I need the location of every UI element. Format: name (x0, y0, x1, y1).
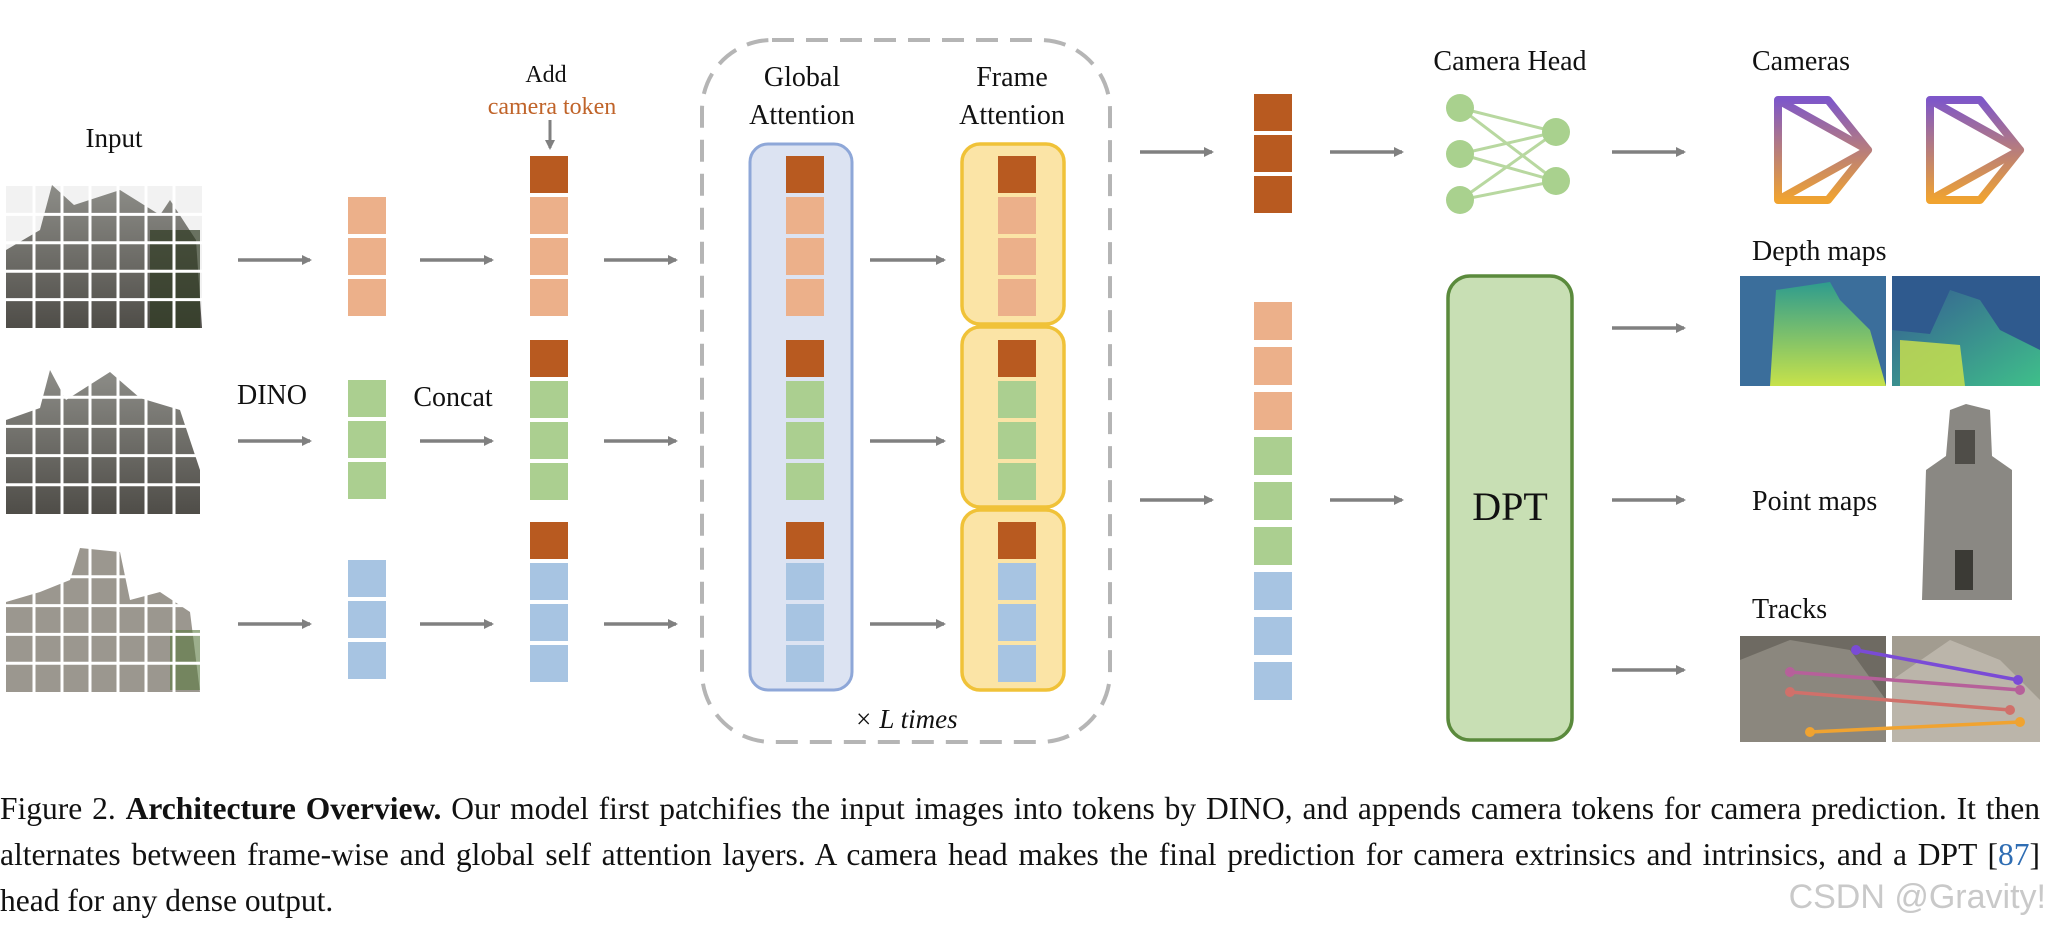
architecture-diagram: Input DINO Concat Add camera token Globa… (6, 38, 2040, 744)
patch-token (530, 238, 568, 275)
input-image-3 (6, 548, 202, 692)
watermark: CSDN @Gravity! (1788, 878, 2046, 916)
camera-token (786, 522, 824, 559)
patch-token (998, 279, 1036, 316)
patch-token (1254, 302, 1292, 340)
patch-token (786, 238, 824, 275)
patch-token (530, 604, 568, 641)
patch-token (1254, 392, 1292, 430)
patch-token (530, 645, 568, 682)
patch-token (348, 197, 386, 234)
camera-token (998, 522, 1036, 559)
figure-caption: Figure 2. Architecture Overview. Our mod… (0, 786, 2040, 924)
depth-map-2 (1892, 276, 2040, 386)
patch-token (1254, 617, 1292, 655)
patch-token (786, 563, 824, 600)
camera-token (998, 340, 1036, 377)
patch-token (998, 645, 1036, 682)
arrows (238, 147, 1686, 675)
camera-frustum-icon (1774, 96, 1872, 204)
point-maps-label: Point maps (1752, 486, 1877, 517)
patch-token (786, 381, 824, 418)
patch-token (998, 422, 1036, 459)
concat-label: Concat (413, 382, 493, 413)
patch-token (348, 462, 386, 499)
depth-map-1 (1740, 276, 1886, 386)
patch-token (998, 238, 1036, 275)
patch-token (1254, 662, 1292, 700)
camera-frustum-icon (1926, 96, 2024, 204)
camera-head-label: Camera Head (1433, 46, 1586, 77)
patch-token (348, 421, 386, 458)
input-image-1 (6, 185, 202, 328)
caption-text-end: ] head for any dense output. (0, 837, 2040, 918)
patch-token (348, 642, 386, 679)
patch-token (348, 238, 386, 275)
camera-head-mlp (1446, 94, 1570, 214)
patch-token (348, 560, 386, 597)
l-times-box (700, 38, 1112, 744)
caption-text: Our model first patchifies the input ima… (0, 791, 2041, 872)
patch-token (786, 645, 824, 682)
tracks-label: Tracks (1752, 594, 1827, 625)
tracks-image (1740, 636, 2040, 742)
camera-token (530, 156, 568, 193)
camera-token-label: camera token (488, 94, 617, 120)
patch-token (1254, 437, 1292, 475)
patch-token (348, 601, 386, 638)
patch-token (530, 463, 568, 500)
patch-token (998, 197, 1036, 234)
patch-token (1254, 482, 1292, 520)
input-image-2 (6, 368, 202, 514)
patch-token (530, 422, 568, 459)
patch-token (530, 381, 568, 418)
token-stacks (348, 94, 1292, 700)
patch-token (786, 279, 824, 316)
camera-token (1254, 94, 1292, 131)
patch-token (1254, 347, 1292, 385)
camera-token (530, 340, 568, 377)
camera-token (998, 156, 1036, 193)
patch-token (530, 279, 568, 316)
patch-token (998, 563, 1036, 600)
patch-token (786, 197, 824, 234)
patch-token (348, 279, 386, 316)
patch-token (1254, 572, 1292, 610)
patch-token (530, 563, 568, 600)
patch-token (1254, 527, 1292, 565)
frame-attention-label-1: Frame (976, 62, 1048, 93)
dpt-label: DPT (1472, 484, 1548, 529)
dpt-box (1446, 274, 1574, 742)
patch-token (786, 463, 824, 500)
point-map-image (1922, 404, 2012, 600)
add-label: Add (525, 62, 566, 88)
global-attention-label-2: Attention (749, 100, 855, 131)
caption-title: Architecture Overview. (125, 791, 442, 826)
patch-token (348, 380, 386, 417)
camera-token (786, 340, 824, 377)
l-times-label: × L times (854, 704, 957, 734)
patch-token (998, 463, 1036, 500)
camera-token (1254, 135, 1292, 172)
dino-label: DINO (237, 380, 307, 411)
patch-token (530, 197, 568, 234)
frame-attention-label-2: Attention (959, 100, 1065, 131)
patch-token (998, 604, 1036, 641)
patch-token (786, 604, 824, 641)
depth-maps-label: Depth maps (1752, 236, 1887, 267)
citation-link[interactable]: 87 (1998, 837, 2030, 872)
camera-token (786, 156, 824, 193)
patch-token (786, 422, 824, 459)
camera-token (1254, 176, 1292, 213)
global-attention-label-1: Global (764, 62, 840, 93)
camera-token (530, 522, 568, 559)
patch-grid (6, 186, 202, 692)
cameras-label: Cameras (1752, 46, 1850, 77)
patch-token (998, 381, 1036, 418)
caption-prefix: Figure 2. (0, 791, 116, 826)
input-label: Input (86, 123, 143, 153)
